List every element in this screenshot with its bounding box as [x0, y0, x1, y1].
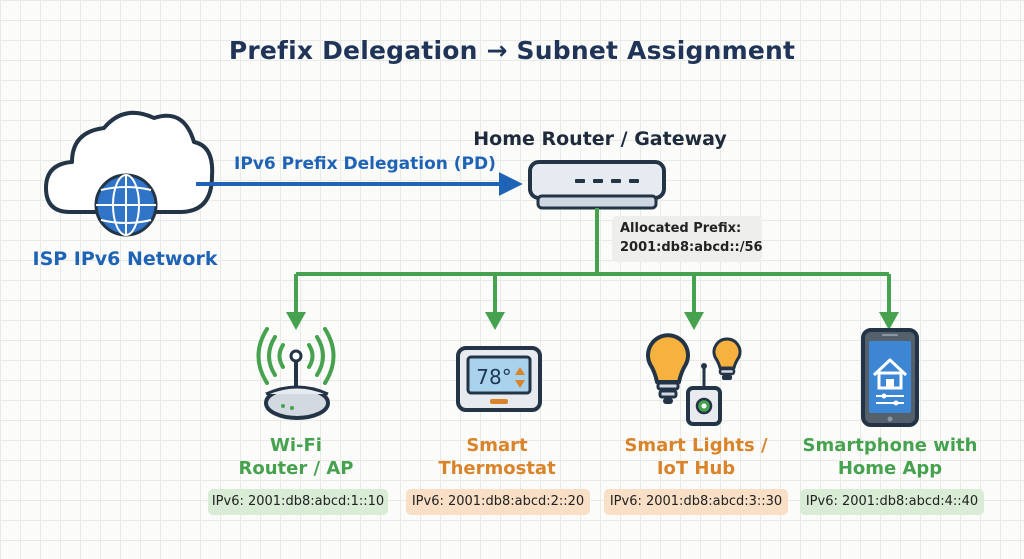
isp-label: ISP IPv6 Network: [32, 248, 218, 270]
device-label-phone: Smartphone with Home App: [790, 434, 990, 480]
device-label-line1: Wi-Fi: [270, 435, 322, 456]
distribution-lines: [294, 208, 891, 314]
router-label: Home Router / Gateway: [473, 128, 727, 150]
arrow-thermostat: [485, 312, 505, 330]
arrow-lights: [684, 312, 704, 330]
allocated-prefix-value: 2001:db8:abcd::/56: [620, 240, 763, 255]
allocated-prefix-title: Allocated Prefix:: [620, 221, 742, 236]
device-label-line2: IoT Hub: [656, 458, 736, 479]
device-label-wifi: Wi-Fi Router / AP: [196, 434, 396, 480]
bulb-icon-large: [646, 333, 690, 404]
device-label-line1: Smart: [466, 435, 528, 456]
arrowheads: [286, 312, 899, 330]
cloud-icon: [44, 110, 215, 214]
bulb-icon-small: [712, 337, 742, 380]
thermostat-icon: [456, 346, 542, 412]
diagram-title: Prefix Delegation → Subnet Assignment: [228, 36, 796, 65]
device-label-line2: Thermostat: [438, 458, 556, 479]
ip-badge-phone: IPv6: 2001:db8:abcd:4::40: [800, 489, 984, 515]
iot-hub-icon: [686, 363, 722, 426]
arrow-wifi: [286, 312, 306, 330]
ip-badge-lights: IPv6: 2001:db8:abcd:3::30: [604, 489, 788, 515]
allocated-prefix-box: Allocated Prefix: 2001:db8:abcd::/56: [612, 216, 763, 262]
device-label-thermostat: Smart Thermostat: [397, 434, 597, 480]
ip-badge-thermostat: IPv6: 2001:db8:abcd:2::20: [406, 489, 590, 515]
device-label-line2: Home App: [837, 458, 943, 479]
device-label-line1: Smartphone with: [802, 435, 978, 456]
device-label-lights: Smart Lights / IoT Hub: [596, 434, 796, 480]
arrow-phone: [879, 312, 899, 330]
globe-icon: [94, 173, 158, 237]
smartphone-icon: [861, 328, 919, 427]
ip-badge-wifi: IPv6: 2001:db8:abcd:1::10: [208, 489, 388, 515]
pd-label: IPv6 Prefix Delegation (PD): [234, 154, 496, 174]
device-label-line2: Router / AP: [238, 458, 354, 479]
router-icon: [528, 160, 666, 210]
device-label-line1: Smart Lights /: [624, 435, 768, 456]
thermostat-display: 78°: [476, 365, 511, 389]
wifi-router-icon: [256, 327, 336, 420]
